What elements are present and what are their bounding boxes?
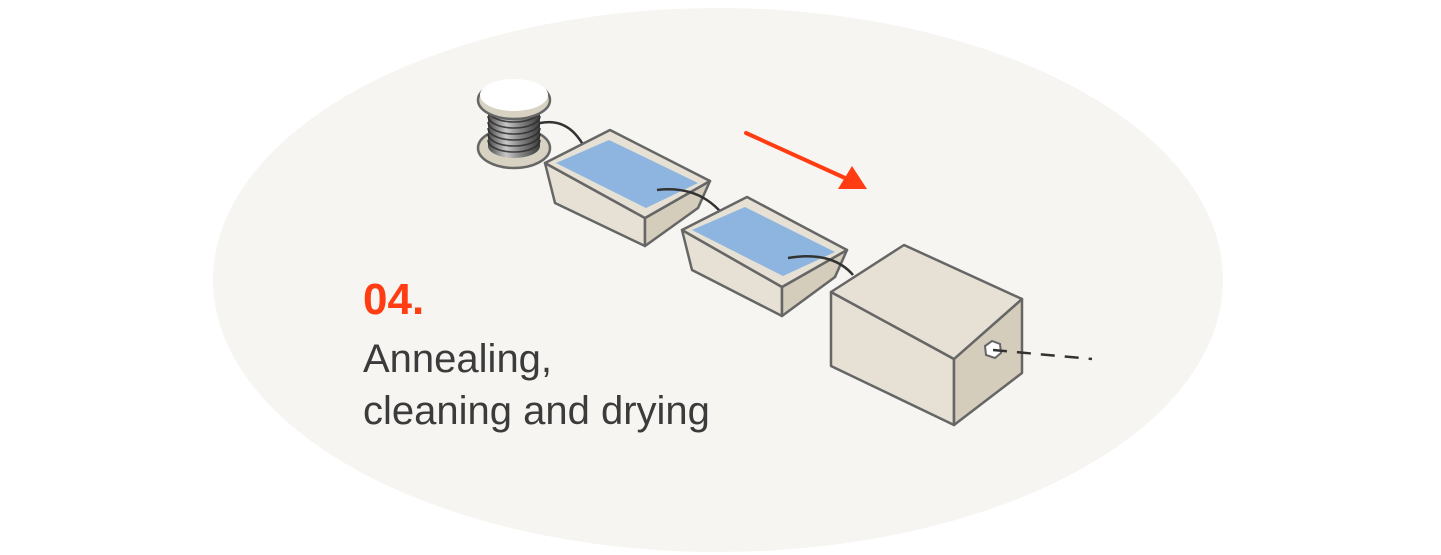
drying-box-icon: [829, 243, 1024, 427]
cleaning-tank-icon: [680, 195, 849, 318]
wire-segment: [787, 254, 854, 276]
step-title: Annealing, cleaning and drying: [363, 333, 710, 437]
step-title-line: Annealing,: [363, 337, 553, 381]
outlet-hexagon-icon: [983, 339, 1003, 360]
cleaning-tank-icon: [543, 128, 712, 248]
step-title-line: cleaning and drying: [363, 389, 710, 433]
direction-arrow-icon: [744, 131, 867, 189]
output-wire-dashed: [992, 348, 1093, 361]
wire-spool-icon: [476, 79, 552, 170]
step-number: 04.: [363, 275, 425, 324]
